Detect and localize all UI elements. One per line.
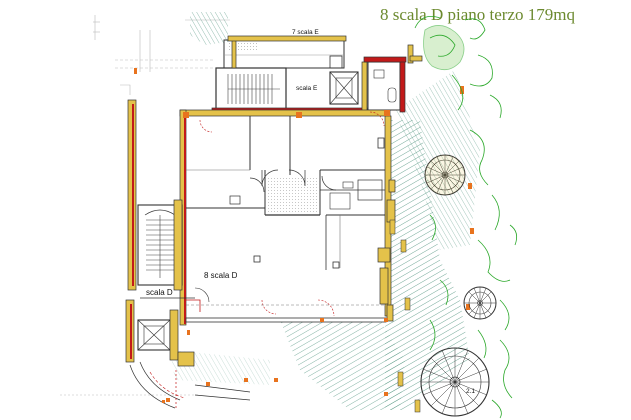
label-unit: 8 scala D [204,271,238,280]
apartment-outline [179,109,392,326]
terrace-hatched [170,70,480,410]
spiral-stair-1 [424,154,466,196]
terrace-posts [389,219,421,413]
spiral-stair-2 [463,286,497,320]
structural-markers [134,68,474,403]
label-scala-e: scala E [296,85,318,92]
label-scala-d: scala D [146,288,173,297]
spiral-stair-3 [420,347,490,417]
walls-left [125,99,210,367]
landscape-greenery [414,15,518,419]
curved-facade [129,361,251,409]
roof-terrace-top [190,12,228,45]
plan-title: 8 scala D piano terzo 179mq [380,5,575,24]
stair-block-scala-e [215,39,401,111]
label-spiral-bottom: 2.1 [466,388,475,395]
label-scala-e-top: 7 scala E [292,29,319,36]
